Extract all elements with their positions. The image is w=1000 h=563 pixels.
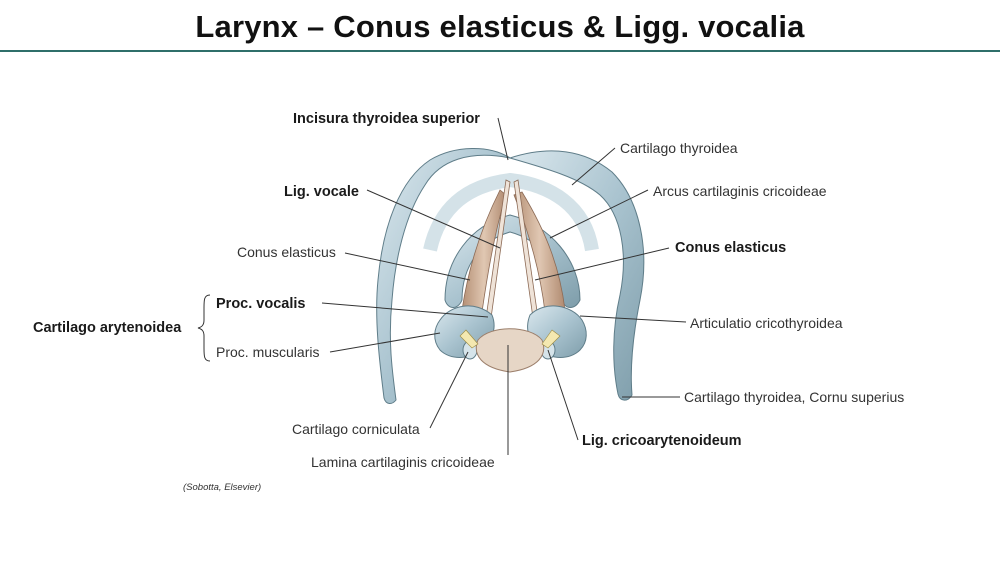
label-incisura-thyroidea-superior: Incisura thyroidea superior (293, 111, 480, 127)
label-conus-elasticus-right: Conus elasticus (675, 240, 787, 256)
label-proc-muscularis: Proc. muscularis (216, 344, 320, 360)
leader-conus-left (344, 252, 471, 281)
leader-corniculata (429, 351, 469, 429)
label-lig-cricoarytenoideum: Lig. cricoarytenoideum (582, 433, 742, 449)
label-lamina-cartilaginis: Lamina cartilaginis cricoideae (311, 454, 495, 470)
label-cartilago-corniculata: Cartilago corniculata (292, 421, 420, 437)
label-conus-elasticus-left: Conus elasticus (237, 244, 336, 260)
slide-title: Larynx – Conus elasticus & Ligg. vocalia (195, 9, 805, 44)
leader-proc-vocalis (321, 302, 489, 318)
arytenoid-brace (197, 294, 211, 362)
leader-lig-crico (547, 349, 579, 441)
cricoarytenoid-ligament-right-shape (541, 329, 561, 349)
leader-artic (579, 315, 687, 323)
leader-proc-muscularis (329, 332, 441, 353)
leader-lig-vocale (366, 189, 501, 249)
label-cartilago-arytenoidea: Cartilago arytenoidea (33, 320, 182, 336)
leader-cart-thyroidea (571, 147, 616, 186)
label-articulatio-cricothyroidea: Articulatio cricothyroidea (690, 315, 843, 331)
leader-lines (197, 117, 687, 455)
leader-arcus (549, 189, 649, 239)
cricoarytenoid-ligament-left-shape (459, 329, 479, 349)
label-arcus-cartilaginis: Arcus cartilaginis cricoideae (653, 183, 827, 199)
thyroid-inner-rim (423, 172, 599, 252)
image-source-credit: (Sobotta, Elsevier) (183, 482, 262, 493)
thyroid-cartilage-shape (376, 148, 511, 404)
leader-incisura (497, 117, 509, 161)
leader-conus-right (534, 247, 670, 281)
label-cartilago-thyroidea: Cartilago thyroidea (620, 140, 738, 156)
cricoid-lamina-shape (476, 328, 544, 373)
label-lig-vocale: Lig. vocale (284, 184, 359, 200)
label-cornu-superius: Cartilago thyroidea, Cornu superius (684, 389, 905, 405)
thyroid-cartilage-shape (508, 150, 645, 401)
label-proc-vocalis: Proc. vocalis (216, 296, 306, 312)
title-divider (0, 50, 1000, 52)
